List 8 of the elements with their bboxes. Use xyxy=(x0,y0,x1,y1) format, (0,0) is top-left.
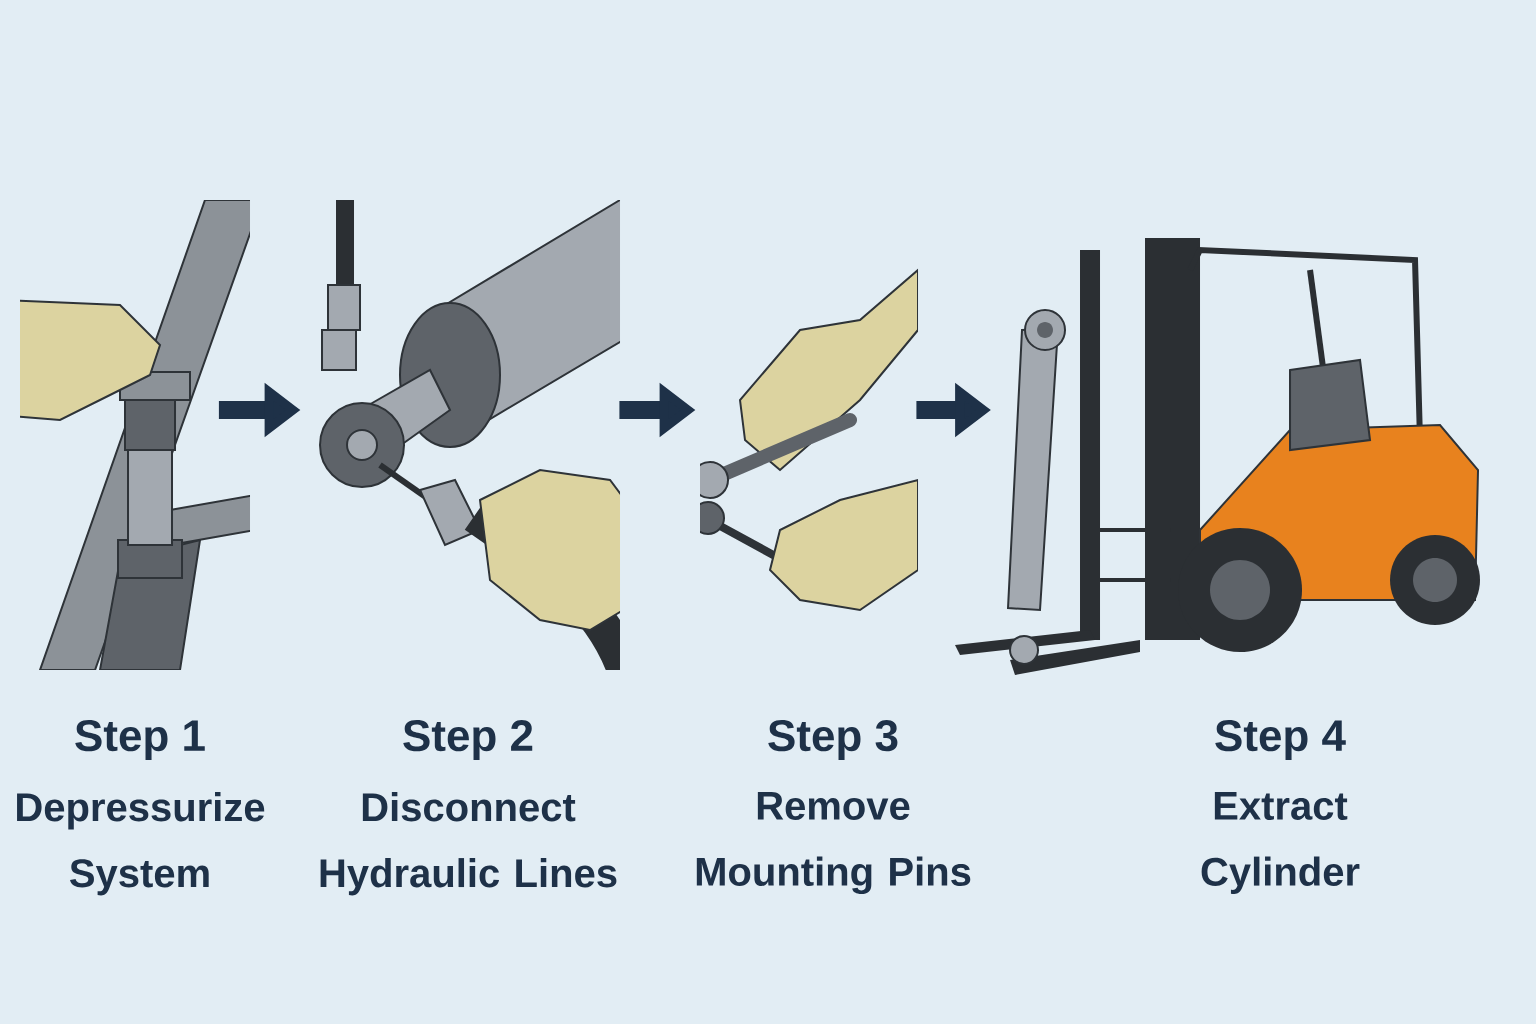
step-heading: Step 3 xyxy=(768,720,898,760)
step-heading: Step 4 xyxy=(1215,720,1346,760)
step-description: Depressurize System xyxy=(17,792,265,896)
step-heading: Step 2 xyxy=(403,720,533,760)
step-description: Disconnect Hydraulic Lines xyxy=(320,792,617,896)
step-description: Extract Cylinder xyxy=(1201,792,1360,894)
step-heading: Step 1 xyxy=(75,720,205,760)
step-description: Remove Mounting Pins xyxy=(696,792,971,895)
